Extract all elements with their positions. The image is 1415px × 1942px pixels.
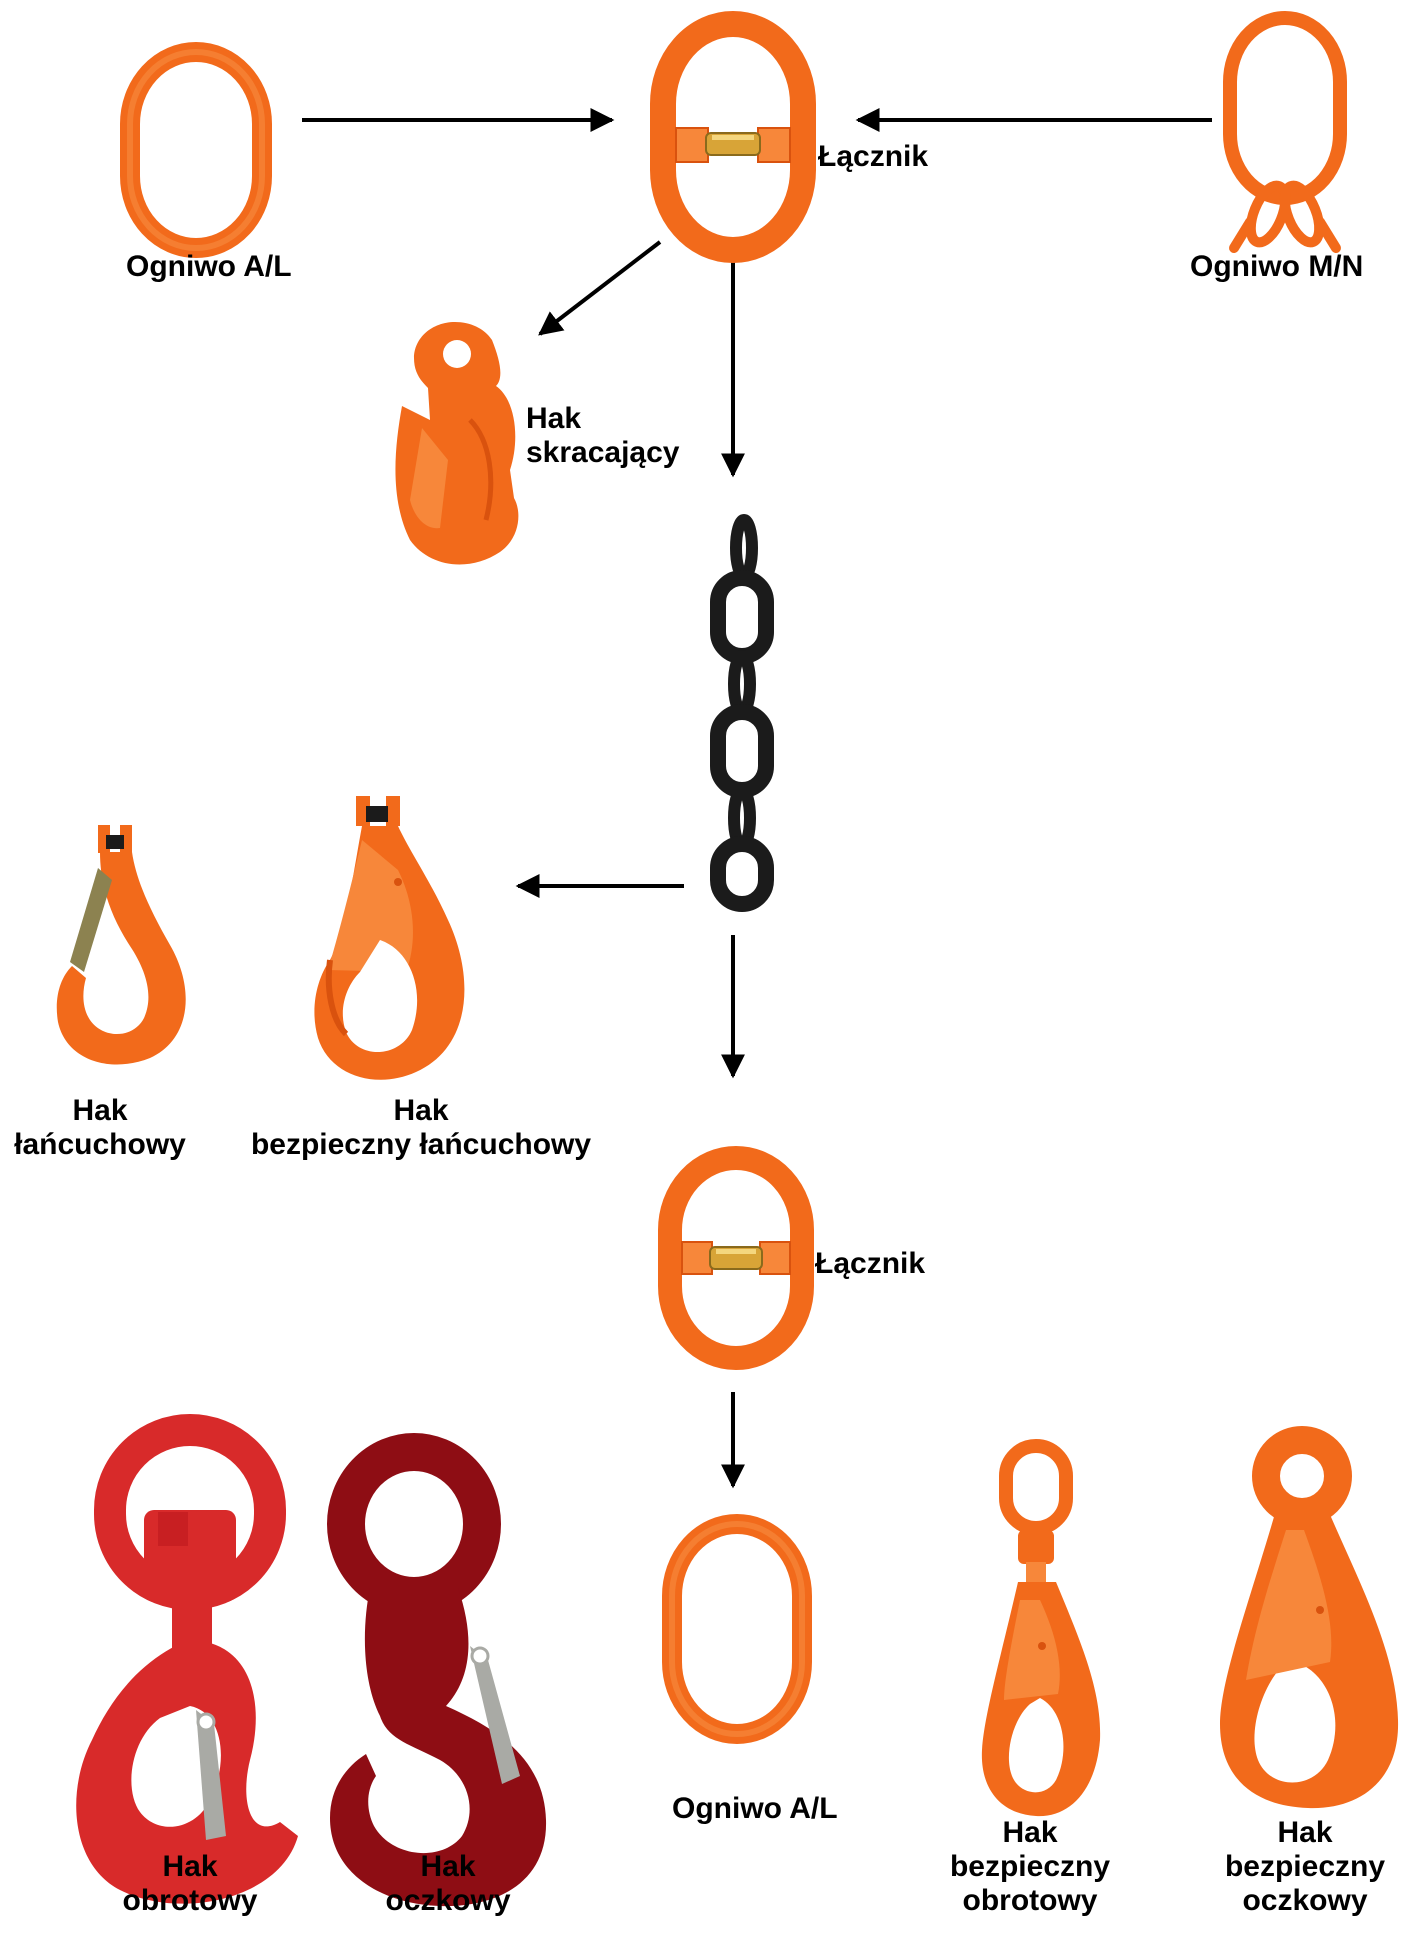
- label-line: oczkowy: [1205, 1884, 1405, 1918]
- label-line: Hak: [1205, 1816, 1405, 1850]
- clevis-sling-hook-icon: [57, 825, 186, 1065]
- label-line: łańcuchowy: [0, 1128, 200, 1162]
- label-line: Hak: [0, 1094, 200, 1128]
- label-line: Hak: [236, 1094, 606, 1128]
- label-hak-obrotowy: Hak obrotowy: [90, 1850, 290, 1918]
- master-link-icon: [130, 52, 262, 248]
- label-ogniwo-mn: Ogniwo M/N: [1190, 250, 1363, 284]
- label-hak-bezpieczny-lancuchowy: Hak bezpieczny łańcuchowy: [236, 1094, 606, 1162]
- label-line: Hak: [348, 1850, 548, 1884]
- master-link-assembly-icon: [1230, 18, 1340, 248]
- label-hak-oczkowy: Hak oczkowy: [348, 1850, 548, 1918]
- label-lacznik-bottom: Łącznik: [815, 1247, 925, 1281]
- label-line: bezpieczny: [930, 1850, 1130, 1884]
- label-line: bezpieczny: [1205, 1850, 1405, 1884]
- label-line: oczkowy: [348, 1884, 548, 1918]
- label-hak-skracajacy: Hak skracający: [526, 402, 680, 470]
- label-ogniwo-al-top: Ogniwo A/L: [126, 250, 292, 284]
- shortening-grab-hook-icon: [395, 322, 518, 565]
- clevis-safety-hook-icon: [314, 796, 464, 1080]
- label-hak-bezpieczny-obrotowy: Hak bezpieczny obrotowy: [930, 1816, 1130, 1918]
- label-line: Hak: [930, 1816, 1130, 1850]
- label-ogniwo-al-bottom: Ogniwo A/L: [672, 1792, 838, 1826]
- label-hak-lancuchowy: Hak łańcuchowy: [0, 1094, 200, 1162]
- chain-icon: [718, 520, 766, 904]
- arrow-connector-to-shortening-hook: [540, 242, 660, 334]
- master-link-icon: [672, 1524, 802, 1734]
- connector-link-icon: [670, 1158, 802, 1358]
- connector-link-icon: [663, 24, 803, 250]
- eye-hook-icon: [330, 1452, 546, 1906]
- label-line: obrotowy: [930, 1884, 1130, 1918]
- swivel-hook-icon: [76, 1430, 298, 1904]
- label-line: bezpieczny łańcuchowy: [236, 1128, 606, 1162]
- label-line: Hak: [526, 402, 680, 436]
- label-line: Hak: [90, 1850, 290, 1884]
- label-line: obrotowy: [90, 1884, 290, 1918]
- label-hak-bezpieczny-oczkowy: Hak bezpieczny oczkowy: [1205, 1816, 1405, 1918]
- swivel-safety-hook-icon: [982, 1446, 1100, 1816]
- arrows: [302, 120, 1212, 1486]
- label-lacznik-top: Łącznik: [818, 140, 928, 174]
- label-line: skracający: [526, 436, 680, 470]
- eye-safety-hook-icon: [1220, 1440, 1398, 1808]
